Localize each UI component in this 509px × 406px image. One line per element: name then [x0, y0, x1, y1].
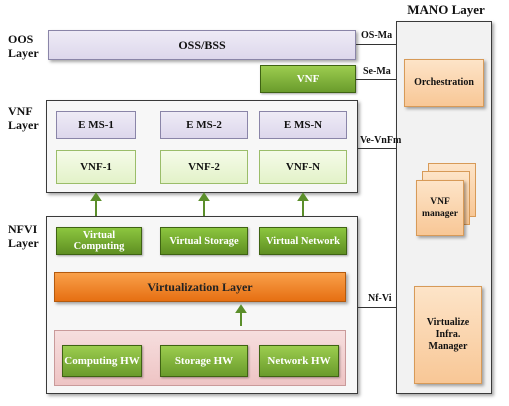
virtual-network-block: Virtual Network — [259, 227, 347, 255]
vnf-block: VNF — [260, 65, 356, 93]
virtualization-layer-block: Virtualization Layer — [54, 272, 346, 302]
ve-vnfm-label: Ve-VnFm — [360, 135, 402, 146]
orchestration-block: Orchestration — [404, 59, 484, 107]
os-ma-line — [356, 44, 396, 45]
computing-hw-block: Computing HW — [62, 345, 142, 377]
ve-vnfm-line — [358, 148, 396, 149]
virtual-computing-block: Virtual Computing — [56, 227, 142, 255]
up-arrows — [90, 192, 309, 216]
se-ma-line — [356, 79, 396, 80]
mano-layer-title: MANO Layer — [407, 2, 485, 17]
network-hw-block: Network HW — [259, 345, 339, 377]
ems-n-block: E MS-N — [259, 111, 347, 139]
nf-vi-line — [358, 307, 396, 308]
oss-bss-block: OSS/BSS — [48, 30, 356, 60]
vim-block: Virtualize Infra. Manager — [414, 286, 482, 384]
vnf-manager-block: VNF manager — [416, 180, 464, 236]
se-ma-label: Se-Ma — [363, 66, 391, 77]
storage-hw-block: Storage HW — [160, 345, 248, 377]
oos-layer-label: OOS Layer — [8, 32, 39, 60]
nfvi-layer-label: NFVI Layer — [8, 222, 39, 250]
hw-up-arrow — [235, 304, 247, 326]
nf-vi-label: Nf-Vi — [368, 293, 392, 304]
virtual-storage-block: Virtual Storage — [160, 227, 248, 255]
ems-1-block: E MS-1 — [56, 111, 136, 139]
os-ma-label: OS-Ma — [361, 30, 393, 41]
vnf-n-block: VNF-N — [259, 150, 347, 184]
vnf-layer-label: VNF Layer — [8, 104, 39, 132]
vnf-2-block: VNF-2 — [160, 150, 248, 184]
ems-2-block: E MS-2 — [160, 111, 248, 139]
vnf-1-block: VNF-1 — [56, 150, 136, 184]
